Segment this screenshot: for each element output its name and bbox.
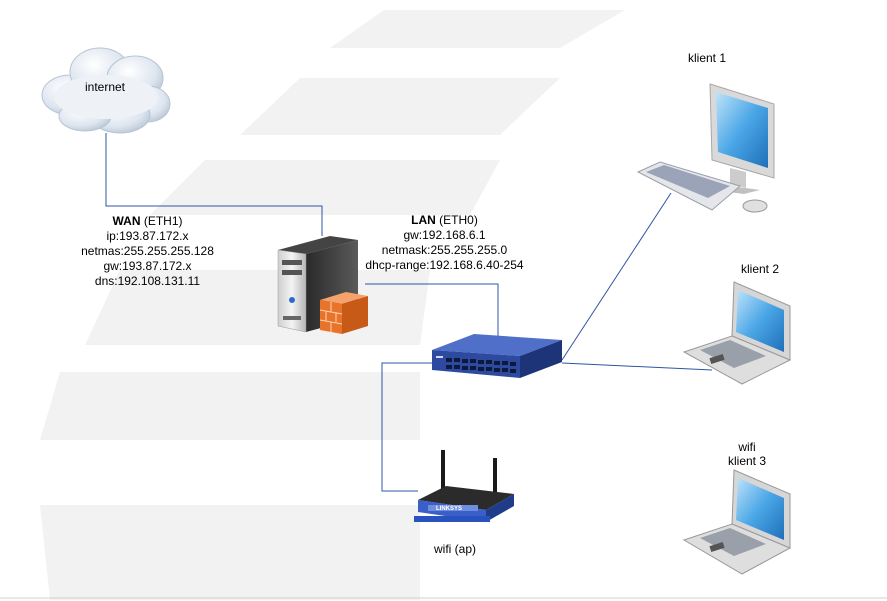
internet-label: internet [84,80,126,94]
lan-interface: (ETH0) [435,213,478,227]
lan-netmask: netmask:255.255.255.0 [381,243,508,257]
lan-dhcp-range: dhcp-range:192.168.6.40-254 [365,258,524,272]
svg-text:LINKSYS: LINKSYS [436,506,462,512]
lan-title-line: LAN (ETH0) [352,213,537,228]
wan-info-block: WAN (ETH1) ip:193.87.172.x netmas:255.25… [60,214,235,289]
wan-dns: dns:192.108.131.11 [94,274,201,288]
wan-netmask: netmas:255.255.255.128 [81,244,214,258]
lan-info-block: LAN (ETH0) gw:192.168.6.1 netmask:255.25… [352,213,537,273]
link-switch-client2 [561,362,713,371]
link-server-switch [365,283,499,345]
ap-label: wifi (ap) [433,542,476,556]
client3-label-block: wifi klient 3 [715,440,779,468]
wan-gateway: gw:193.87.172.x [103,259,192,273]
link-switch-router [381,362,432,492]
client3-label-line1: wifi [738,440,756,454]
lan-title: LAN [411,213,436,227]
client3-label-line2: klient 3 [727,454,767,468]
wan-title-line: WAN (ETH1) [60,214,235,229]
wan-interface: (ETH1) [140,214,183,228]
link-internet-server [105,133,323,236]
link-switch-client1 [561,192,672,361]
client2-label: klient 2 [740,262,780,276]
lan-gateway: gw:192.168.6.1 [403,228,486,242]
wan-ip: ip:193.87.172.x [106,229,189,243]
client1-label: klient 1 [687,51,727,65]
wan-title: WAN [112,214,141,228]
